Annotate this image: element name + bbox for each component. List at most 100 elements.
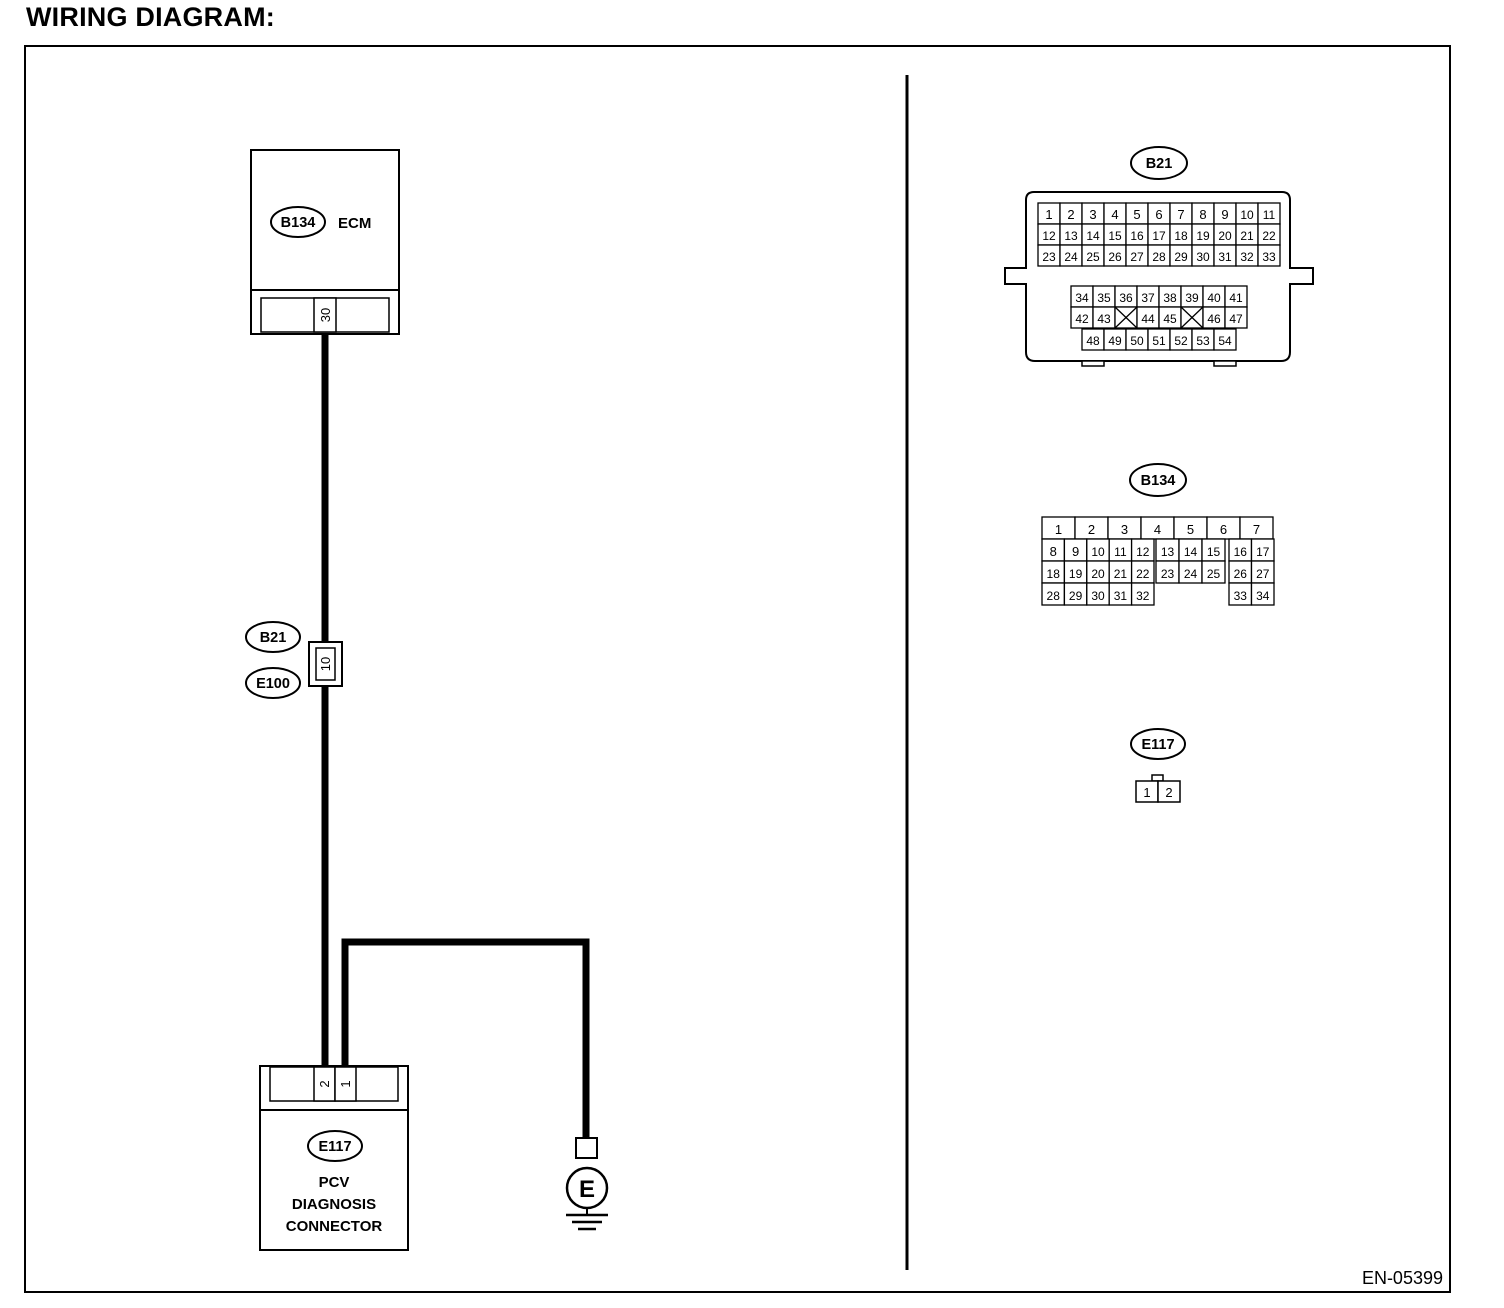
pin-number: 31: [1218, 250, 1232, 264]
pin-number: 35: [1097, 291, 1111, 305]
pin-number: 33: [1234, 589, 1248, 603]
e117-pin-1: 1: [1143, 785, 1150, 800]
pin-number: 17: [1152, 229, 1166, 243]
pin-number: 15: [1207, 545, 1221, 559]
pin-number: 25: [1086, 250, 1100, 264]
pin-number: 32: [1240, 250, 1254, 264]
pin-number: 17: [1256, 545, 1270, 559]
pin-number: 48: [1086, 334, 1100, 348]
pin-cell: [1130, 582, 1155, 606]
e117-pin-2: 2: [1165, 785, 1172, 800]
pin-number: 29: [1174, 250, 1188, 264]
pin-number: 24: [1064, 250, 1078, 264]
pin-number: 22: [1136, 567, 1150, 581]
pin-number: 12: [1042, 229, 1056, 243]
pin-number: 15: [1108, 229, 1122, 243]
pin-number: 7: [1253, 522, 1260, 537]
e117-connector-view: E117 1 2: [1130, 728, 1186, 803]
pin-number: 13: [1064, 229, 1078, 243]
pcv-pin-2-number: 2: [317, 1080, 332, 1087]
pin-number: 22: [1262, 229, 1276, 243]
ecm-pin-number: 30: [318, 308, 333, 322]
pin-number: 9: [1072, 544, 1079, 559]
ecm-label: ECM: [338, 215, 371, 232]
pin-number: 5: [1133, 207, 1140, 222]
pin-number: 21: [1240, 229, 1254, 243]
diagram-frame: [24, 45, 1451, 1293]
pin-number: 44: [1141, 312, 1155, 326]
pin-number: 20: [1091, 567, 1105, 581]
pin-number: 36: [1119, 291, 1133, 305]
figure-id: EN-05399: [1362, 1268, 1443, 1288]
pin-number: 30: [1196, 250, 1210, 264]
e117-view-id: E117: [1141, 737, 1174, 753]
pin-number: 47: [1229, 312, 1243, 326]
pin-number: 2: [1067, 207, 1074, 222]
pin-number: 18: [1174, 229, 1188, 243]
pin-cell: [1224, 306, 1248, 329]
pin-number: 13: [1161, 545, 1175, 559]
pcv-label-line-2: DIAGNOSIS: [292, 1196, 376, 1213]
pcv-diagnosis-connector: 2 1 E117 PCV DIAGNOSIS CONNECTOR: [259, 1065, 409, 1251]
blank-pin-cross: [1114, 306, 1138, 329]
pin-number: 37: [1141, 291, 1155, 305]
pcv-label-line-1: PCV: [319, 1174, 350, 1191]
pin-number: 10: [1091, 545, 1105, 559]
e117-badge: [307, 1130, 363, 1162]
pin-number: 23: [1161, 567, 1175, 581]
b21-view-id: B21: [1146, 156, 1173, 172]
pin-number: 27: [1130, 250, 1144, 264]
pin-number: 23: [1042, 250, 1056, 264]
pin-number: 11: [1263, 208, 1276, 222]
pin-number: 28: [1152, 250, 1166, 264]
junction-connector: 10 B21 E100: [245, 621, 343, 699]
pin-number: 42: [1075, 312, 1089, 326]
pin-number: 50: [1130, 334, 1144, 348]
pin-cell: [1257, 244, 1281, 267]
pin-cell: [1250, 582, 1275, 606]
e100-junction-id: E100: [256, 676, 290, 692]
e100-junction-badge: [245, 667, 301, 699]
pin-number: 14: [1184, 545, 1198, 559]
pin-number: 1: [1045, 207, 1052, 222]
pin-number: 19: [1069, 567, 1083, 581]
pin-number: 2: [1088, 522, 1095, 537]
pin-number: 28: [1047, 589, 1061, 603]
pin-number: 1: [1055, 522, 1062, 537]
pin-cell: [1201, 560, 1226, 584]
pin-number: 46: [1207, 312, 1221, 326]
pin-cell: [1213, 328, 1237, 351]
ecm-pin-30-cell: [313, 297, 337, 333]
pin-number: 30: [1091, 589, 1105, 603]
pin-number: 18: [1047, 567, 1061, 581]
ecm-connector-badge: [270, 206, 326, 238]
ecm-connector-id: B134: [281, 215, 316, 231]
e117-pin-2-cell: [1157, 780, 1181, 803]
pcv-pin-1-cell: [334, 1066, 357, 1102]
pin-number: 25: [1207, 567, 1221, 581]
pin-number: 16: [1234, 545, 1248, 559]
pin-number: 21: [1114, 567, 1128, 581]
wire-pcv-to-ground: [341, 938, 590, 1138]
pin-number: 3: [1121, 522, 1128, 537]
pin-number: 7: [1177, 207, 1184, 222]
pin-number: 9: [1221, 207, 1228, 222]
pin-number: 41: [1229, 291, 1243, 305]
pin-number: 31: [1114, 589, 1128, 603]
pin-number: 53: [1196, 334, 1210, 348]
pin-number: 34: [1075, 291, 1089, 305]
b21-junction-id: B21: [260, 630, 287, 646]
pin-number: 45: [1163, 312, 1177, 326]
pin-number: 8: [1199, 207, 1206, 222]
pin-number: 51: [1152, 334, 1166, 348]
pin-number: 8: [1050, 544, 1057, 559]
pin-number: 43: [1097, 312, 1111, 326]
pin-number: 10: [1240, 208, 1254, 222]
e117-connector-id: E117: [318, 1139, 351, 1155]
diagram-title: WIRING DIAGRAM:: [26, 2, 275, 32]
pin-number: 19: [1196, 229, 1210, 243]
pin-number: 29: [1069, 589, 1083, 603]
